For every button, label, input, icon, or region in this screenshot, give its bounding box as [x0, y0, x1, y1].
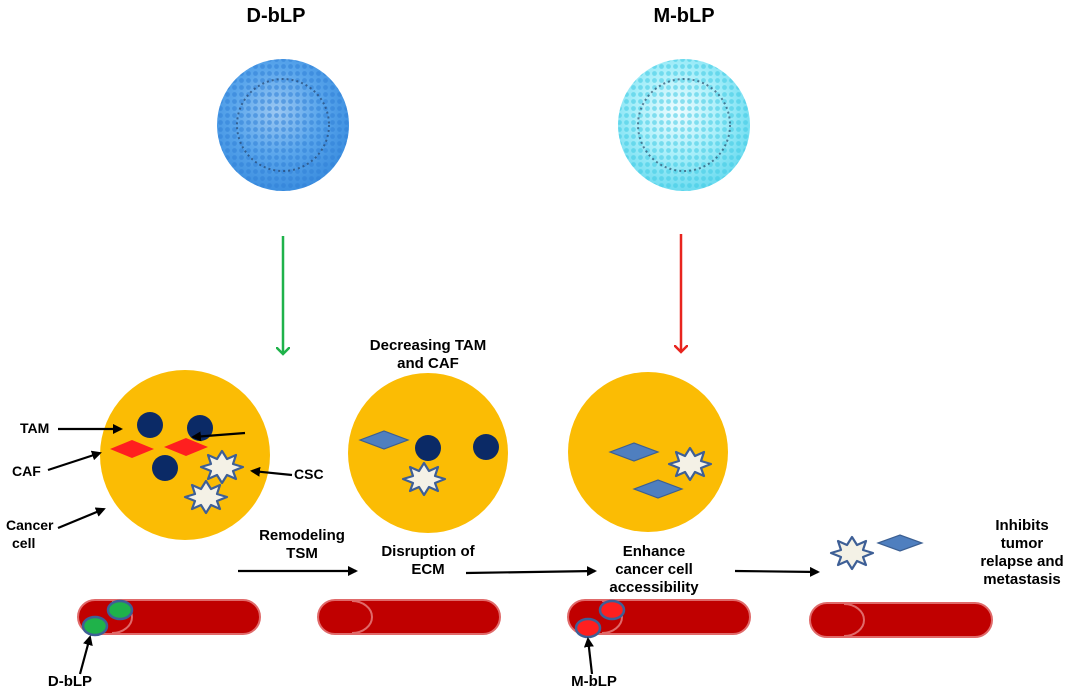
d-blp-particle	[81, 615, 109, 637]
blood-vessel	[567, 599, 751, 639]
d-blp-sphere	[217, 59, 349, 191]
flow-arrow	[734, 566, 820, 577]
blood-vessel	[77, 599, 261, 637]
tam-cell	[473, 434, 499, 460]
label-enhance: Enhance	[623, 543, 686, 560]
caf-cell	[632, 479, 684, 499]
csc-cell	[829, 535, 875, 571]
label-remodeling: Remodeling	[259, 527, 345, 544]
csc-cell	[199, 449, 245, 485]
caf-cell	[110, 440, 154, 458]
tumor-after-treatment	[348, 373, 508, 533]
label-caf: CAF	[12, 463, 41, 479]
title-d-blp: D-bLP	[247, 5, 306, 27]
csc-cell	[667, 446, 713, 482]
d-blp-particle	[106, 599, 134, 621]
label-csc: CSC	[294, 466, 324, 482]
flow-arrow	[465, 566, 597, 577]
caf-cell	[876, 534, 924, 552]
caf-cell	[358, 430, 410, 450]
blood-vessel	[317, 599, 501, 635]
blood-vessel	[809, 602, 993, 638]
tam-cell	[415, 435, 441, 461]
title-m-blp: M-bLP	[653, 5, 714, 27]
label-and-caf: and CAF	[397, 355, 459, 372]
caf-cell	[608, 442, 660, 462]
label-tumor: tumor	[1001, 535, 1044, 552]
label-disruption: Disruption of	[381, 543, 475, 560]
tumor-initial	[100, 370, 270, 540]
label-ecm: ECM	[411, 561, 444, 578]
label-cancer-cell: cancer cell	[615, 561, 693, 578]
label-inhibits: Inhibits	[995, 517, 1048, 534]
label-metastasis: metastasis	[983, 571, 1061, 588]
m-blp-particle	[598, 599, 626, 621]
tam-cell	[152, 455, 178, 481]
label-tsm: TSM	[286, 545, 318, 562]
m-blp-particle	[574, 617, 602, 639]
tam-cell	[137, 412, 163, 438]
label-relapse: relapse and	[980, 553, 1063, 570]
label-tam: TAM	[20, 420, 49, 436]
label-cancer: Cancer	[6, 517, 54, 533]
tumor-enhanced	[568, 372, 728, 532]
csc-cell	[183, 479, 229, 515]
caf-cell	[164, 438, 208, 456]
label-cell: cell	[12, 535, 35, 551]
label-d-blp-bottom: D-bLP	[48, 673, 92, 690]
label-decreasing: Decreasing TAM	[370, 337, 486, 354]
csc-cell	[401, 461, 447, 497]
label-accessibility: accessibility	[609, 579, 699, 596]
label-m-blp-bottom: M-bLP	[571, 673, 617, 690]
m-blp-sphere	[618, 59, 750, 191]
